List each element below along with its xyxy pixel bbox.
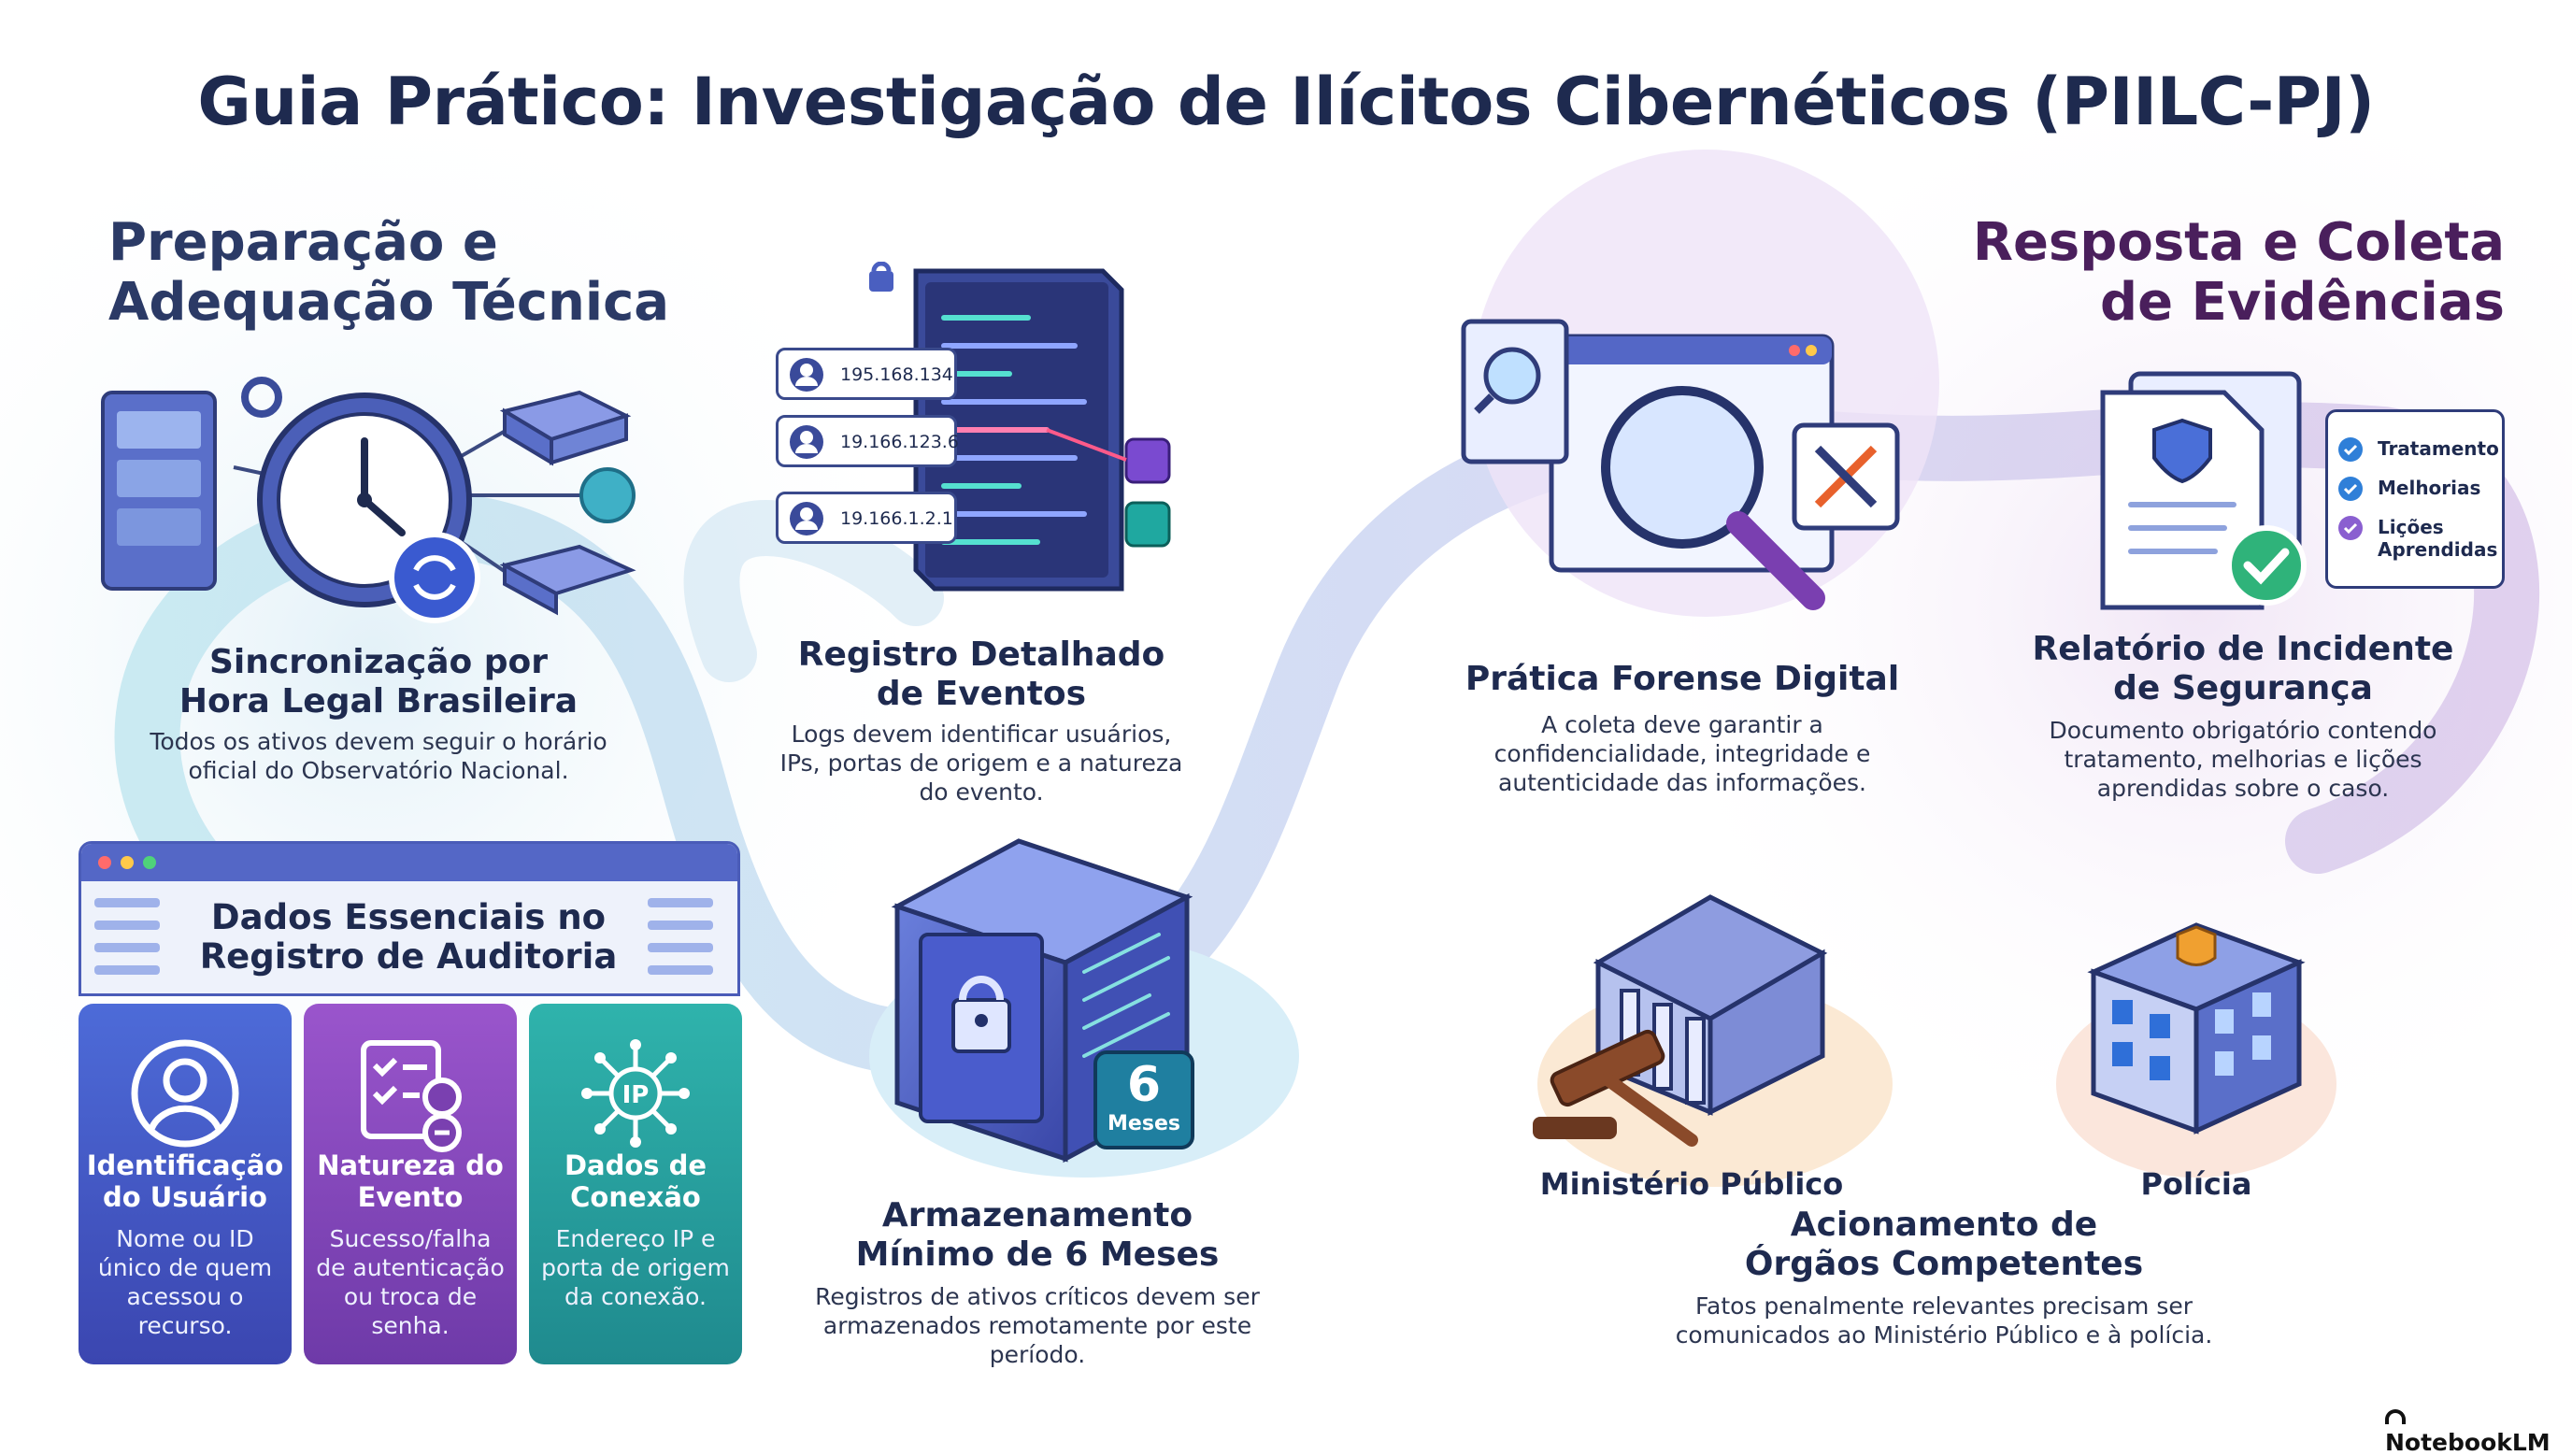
mp-label: Ministério Público [1539,1166,1844,1202]
notebooklm-logo-icon [2385,1409,2406,1424]
report-desc: Documento obrigatório contendo tratament… [2049,717,2437,802]
sync-desc: Todos os ativos devem seguir o horário o… [150,728,607,784]
list-lines-icon [648,898,713,975]
checklist-item: Tratamento [2378,437,2499,460]
page-title: Guia Prático: Investigação de Ilícitos C… [197,64,2375,140]
list-lines-icon [94,898,160,975]
ip-row: 19.166.123.6 [776,415,959,467]
audit-panel: Dados Essenciais no Registro de Auditori… [79,841,740,996]
section-title-response: Resposta e Coleta de Evidências [1972,212,2505,333]
forensic-desc: A coleta deve garantir a confidencialida… [1493,711,1871,796]
section-title-preparation: Preparação e Adequação Técnica [108,212,670,333]
logs-desc: Logs devem identificar usuários, IPs, po… [779,721,1183,806]
storage-title: Armazenamento Mínimo de 6 Meses [855,1196,1220,1274]
report-document-icon [2100,371,2307,610]
checklist-item: Lições [2378,516,2444,538]
user-icon [131,1039,239,1148]
checklist-item: Melhorias [2378,477,2481,499]
check-circle-icon [2338,477,2363,501]
forensic-magnifier-icon [1461,319,1900,610]
user-icon [790,502,823,535]
user-icon [790,358,823,392]
logs-title: Registro Detalhado de Eventos [797,635,1165,713]
sync-title: Sincronização por Hora Legal Brasileira [179,643,579,721]
check-circle-icon [2338,437,2363,462]
storage-desc: Registros de ativos críticos devem ser a… [815,1283,1260,1368]
audit-title: Dados Essenciais no Registro de Auditori… [199,897,618,977]
agencies-desc: Fatos penalmente relevantes precisam ser… [1675,1292,2213,1349]
checklist-icon [361,1040,462,1152]
police-label: Polícia [2140,1166,2252,1202]
clock-sync-icon [101,377,636,623]
notebooklm-logo: NotebookLM [2385,1402,2572,1456]
courthouse-gavel-icon [1533,894,1828,1147]
forensic-title: Prática Forense Digital [1465,660,1900,698]
network-ip-icon: IP [581,1039,690,1148]
window-bar [81,844,737,881]
window-dot-red [98,856,111,869]
window-dot-yellow [121,856,134,869]
agencies-title: Acionamento de Órgãos Competentes [1744,1206,2144,1283]
check-circle-icon [2338,516,2363,540]
checklist-item: Aprendidas [2378,538,2498,561]
user-icon [790,425,823,459]
ip-row: 195.168.134 [776,348,957,400]
ip-icon-text: IP [622,1081,650,1109]
ip-row: 19.166.1.2.1 [776,492,957,544]
six-months-badge: 6 Meses [1093,1050,1194,1149]
event-log-icon [869,262,1171,592]
police-station-icon [2087,922,2306,1135]
window-dot-green [143,856,156,869]
report-title: Relatório de Incidente de Segurança [2032,630,2454,707]
